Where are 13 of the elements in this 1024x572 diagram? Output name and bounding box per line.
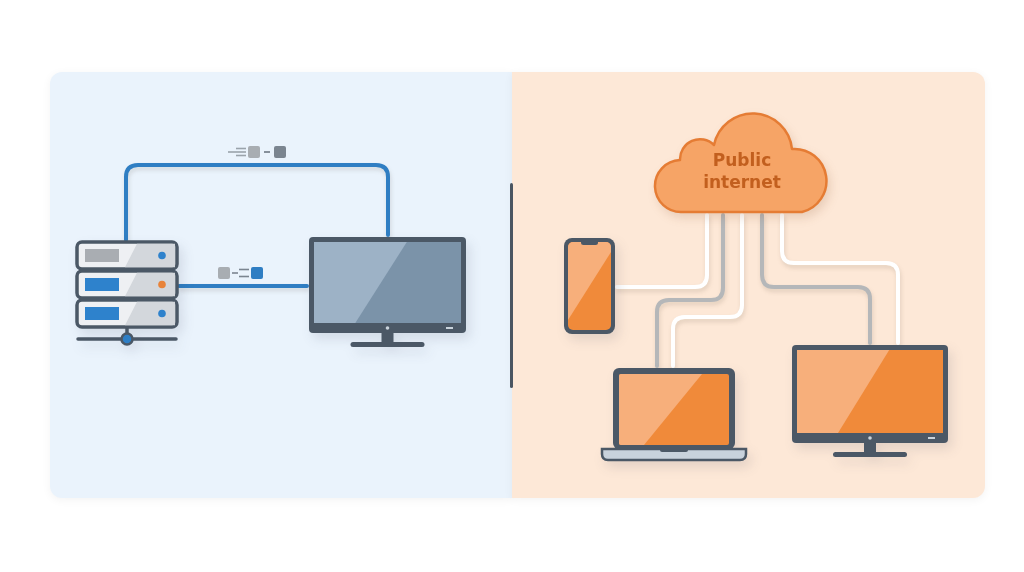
connector-line xyxy=(655,213,725,368)
connector-line xyxy=(671,213,744,368)
monitor-icon xyxy=(307,235,468,348)
connector-line xyxy=(780,213,900,345)
laptop-icon xyxy=(600,366,748,462)
connector-line xyxy=(177,284,309,288)
cloud-label: Public internet xyxy=(703,148,781,194)
connector-line xyxy=(760,213,872,345)
connector-line xyxy=(124,163,390,242)
connector-line xyxy=(615,213,709,289)
smartphone-icon xyxy=(562,236,617,336)
server-rack-icon xyxy=(75,240,179,346)
monitor-icon xyxy=(790,343,950,458)
